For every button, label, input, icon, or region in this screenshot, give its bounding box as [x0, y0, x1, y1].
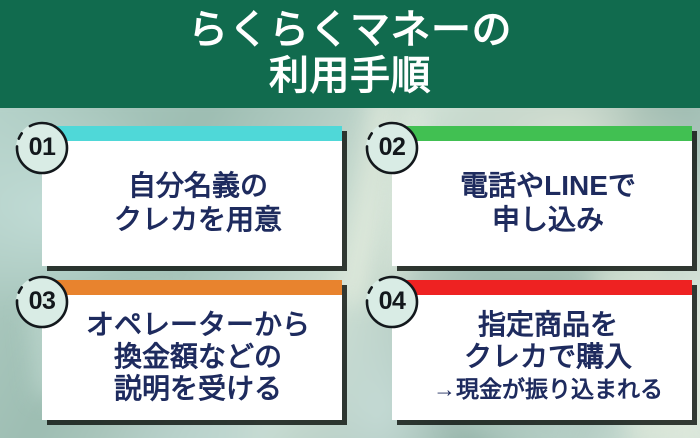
page-title-line-2: 利用手順 [269, 54, 431, 98]
step-line: 指定商品を [477, 308, 618, 340]
step-number: 04 [378, 286, 406, 315]
step-card-03: オペレーターから 換金額などの 説明を受ける [42, 280, 342, 420]
step-number: 03 [28, 286, 56, 315]
badge-ring-icon [15, 275, 69, 329]
step-card-02: 電話やLINEで 申し込み [392, 126, 692, 266]
step-accent-bar-04 [392, 280, 692, 295]
step-card-04: 指定商品を クレカで購入 →現金が振り込まれる [392, 280, 692, 420]
badge-ring-icon [365, 121, 419, 175]
step-number: 01 [28, 132, 56, 161]
steps-grid: 自分名義の クレカを用意 電話やLINEで 申し込み オペレーターから 換金額な… [0, 108, 700, 438]
step-accent-bar-03 [42, 280, 342, 295]
header-title-group: らくらくマネーの 利用手順 [0, 0, 700, 101]
step-line: クレカを用意 [113, 203, 282, 235]
step-accent-bar-02 [392, 126, 692, 141]
badge-ring-icon [15, 121, 69, 175]
step-text-03: オペレーターから 換金額などの 説明を受ける [42, 295, 342, 420]
step-line: 申し込み [491, 203, 604, 235]
step-line: 説明を受ける [113, 372, 282, 404]
step-text-02: 電話やLINEで 申し込み [392, 141, 692, 266]
badge-ring-icon [365, 275, 419, 329]
step-number: 02 [378, 132, 406, 161]
step-line: →現金が振り込まれる [433, 375, 663, 402]
step-line: クレカで購入 [463, 340, 632, 372]
step-accent-bar-01 [42, 126, 342, 141]
step-badge-04: 04 [364, 274, 420, 330]
step-badge-02: 02 [364, 120, 420, 176]
step-text-04: 指定商品を クレカで購入 →現金が振り込まれる [392, 295, 692, 420]
step-line: オペレーターから [85, 308, 310, 340]
step-line: 自分名義の [127, 169, 268, 201]
page-title-line-1: らくらくマネーの [188, 8, 512, 52]
step-badge-01: 01 [14, 120, 70, 176]
header-band: らくらくマネーの 利用手順 [0, 0, 700, 108]
step-badge-03: 03 [14, 274, 70, 330]
step-card-01: 自分名義の クレカを用意 [42, 126, 342, 266]
step-line: 換金額などの [113, 340, 282, 372]
step-line: 電話やLINEで [460, 169, 636, 201]
step-text-01: 自分名義の クレカを用意 [42, 141, 342, 266]
